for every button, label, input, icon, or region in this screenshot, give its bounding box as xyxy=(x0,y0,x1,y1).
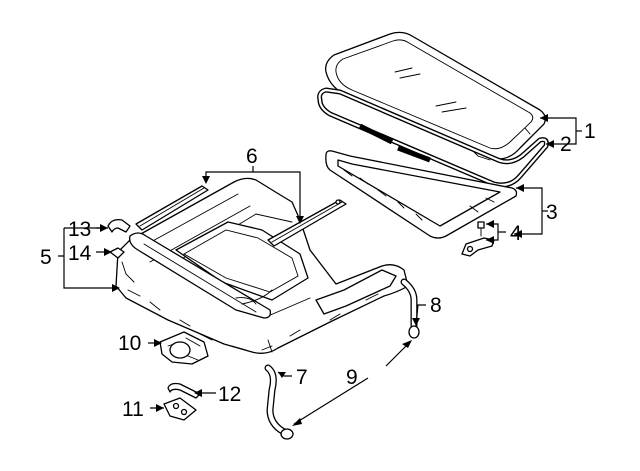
part-sunroof-switch xyxy=(163,397,197,421)
callout-8: 8 xyxy=(430,294,442,317)
callout-7: 7 xyxy=(296,366,308,389)
part-sunroof-housing xyxy=(115,177,409,354)
part-bracket-screw xyxy=(461,221,495,257)
callout-12: 12 xyxy=(218,383,241,406)
callout-13: 13 xyxy=(68,218,91,241)
callout-4: 4 xyxy=(510,222,522,245)
callout-2: 2 xyxy=(560,133,572,156)
callout-11: 11 xyxy=(122,398,144,421)
callout-6: 6 xyxy=(246,145,258,168)
part-rear-drain-hose xyxy=(400,278,420,339)
part-glass-seal xyxy=(317,87,549,188)
part-clip xyxy=(109,247,125,259)
part-sunroof-motor xyxy=(159,331,209,365)
part-glass-panel xyxy=(325,31,546,161)
part-switch-bezel xyxy=(167,382,201,399)
callout-14: 14 xyxy=(68,242,92,265)
part-deflector xyxy=(107,218,131,233)
part-sunroof-frame xyxy=(325,150,518,239)
callout-3: 3 xyxy=(546,201,558,224)
callout-1: 1 xyxy=(584,120,596,143)
callout-5: 5 xyxy=(40,246,52,269)
arrowheads xyxy=(100,114,554,426)
callout-10: 10 xyxy=(118,332,141,355)
part-guide-rails xyxy=(135,185,347,247)
callout-9: 9 xyxy=(346,366,358,389)
part-front-drain-hose xyxy=(264,364,294,440)
callout-labels: 1 2 3 4 5 6 7 8 9 10 11 12 13 14 xyxy=(40,120,596,421)
